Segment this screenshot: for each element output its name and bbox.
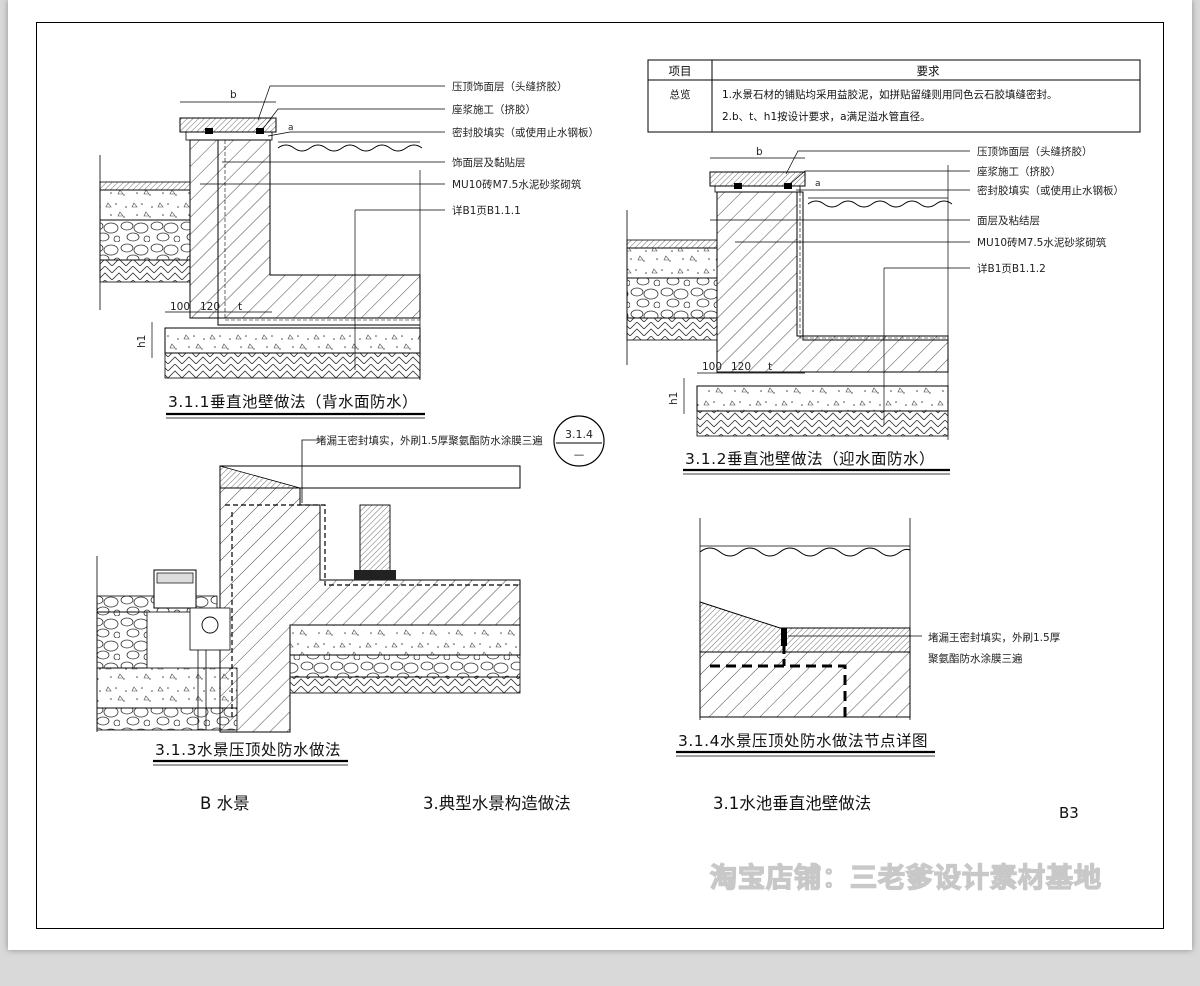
label-coping-finish: 压顶饰面层（头缝挤胶） [977, 145, 1093, 158]
detail-3-1-4: 堵漏王密封填实，外刷1.5厚 聚氨酯防水涂膜三遍 3.1.4水景压顶处防水做法节… [676, 518, 1061, 757]
note-sealing-line-2: 聚氨酯防水涂膜三遍 [928, 652, 1023, 665]
detail-3-1-3: 堵漏王密封填实，外刷1.5厚聚氨酯防水涂膜三遍 3.1.4 — 3.1.3水景压… [96, 415, 605, 766]
note-sealing: 堵漏王密封填实，外刷1.5厚聚氨酯防水涂膜三遍 [316, 434, 543, 447]
footer-subchapter: 3.1水池垂直池壁做法 [713, 794, 871, 813]
dim-h1: h1 [136, 335, 148, 348]
table-row-overview: 总览 [670, 88, 691, 101]
dim-100: 100 [702, 361, 722, 373]
detail-reference-callout [553, 415, 605, 467]
label-reference: 详B1页B1.1.2 [977, 262, 1046, 275]
dim-100: 100 [170, 301, 190, 313]
caption-3-1-3: 3.1.3水景压顶处防水做法 [155, 741, 341, 759]
dim-b: b [230, 89, 237, 101]
detail-3-1-1: b a 100 120 t h1 压顶饰面层（头缝挤胶） 座浆施工（挤胶） 密封… [99, 80, 599, 419]
footer-chapter: 3.典型水景构造做法 [423, 794, 571, 813]
detail-3-1-2: b a 100 120 t h1 压顶饰面层（头缝挤胶） 座浆施工（挤胶） 密封… [626, 145, 1124, 475]
dim-t: t [238, 301, 242, 313]
page-number: B3 [1059, 804, 1079, 822]
label-sealant: 密封胶填实（或使用止水钢板） [977, 184, 1124, 197]
dim-h1: h1 [668, 392, 680, 405]
dim-120: 120 [200, 301, 220, 313]
dim-a: a [288, 123, 294, 133]
label-finish-layer: 面层及粘结层 [977, 214, 1040, 227]
table-header-item: 项目 [669, 64, 692, 78]
table-header-requirement: 要求 [917, 64, 940, 78]
dim-b: b [756, 146, 763, 158]
spec-table: 项目 要求 总览 1.水景石材的铺贴均采用益胶泥，如拼贴留缝则用同色云石胶填缝密… [647, 59, 1141, 133]
label-coping-finish: 压顶饰面层（头缝挤胶） [452, 80, 568, 93]
label-sealant: 密封胶填实（或使用止水钢板） [452, 126, 599, 139]
caption-3-1-1: 3.1.1垂直池壁做法（背水面防水） [168, 393, 418, 411]
reference-sheet: — [574, 449, 585, 461]
dim-a: a [815, 179, 821, 189]
drawing-frame [36, 22, 1164, 929]
label-brick-masonry: MU10砖M7.5水泥砂浆砌筑 [977, 236, 1107, 249]
title-block: B 水景 3.典型水景构造做法 3.1水池垂直池壁做法 B3 [200, 794, 1079, 822]
reference-number: 3.1.4 [565, 428, 593, 441]
label-finish-layer: 饰面层及黏贴层 [452, 156, 526, 169]
table-requirement-1: 1.水景石材的铺贴均采用益胶泥，如拼贴留缝则用同色云石胶填缝密封。 [722, 88, 1058, 101]
label-mortar-bed: 座浆施工（挤胶） [452, 103, 536, 116]
footer-section: B 水景 [200, 794, 250, 813]
caption-3-1-2: 3.1.2垂直池壁做法（迎水面防水） [685, 450, 935, 468]
table-requirement-2: 2.b、t、h1按设计要求，a满足溢水管直径。 [722, 110, 931, 123]
label-brick-masonry: MU10砖M7.5水泥砂浆砌筑 [452, 178, 582, 191]
note-sealing-line-1: 堵漏王密封填实，外刷1.5厚 [928, 631, 1061, 644]
label-reference: 详B1页B1.1.1 [452, 204, 521, 217]
label-mortar-bed: 座浆施工（挤胶） [977, 165, 1061, 178]
watermark: 淘宝店铺：三老爹设计素材基地 [710, 862, 1102, 894]
dim-t: t [768, 361, 772, 373]
dim-120: 120 [731, 361, 751, 373]
caption-3-1-4: 3.1.4水景压顶处防水做法节点详图 [678, 732, 928, 750]
